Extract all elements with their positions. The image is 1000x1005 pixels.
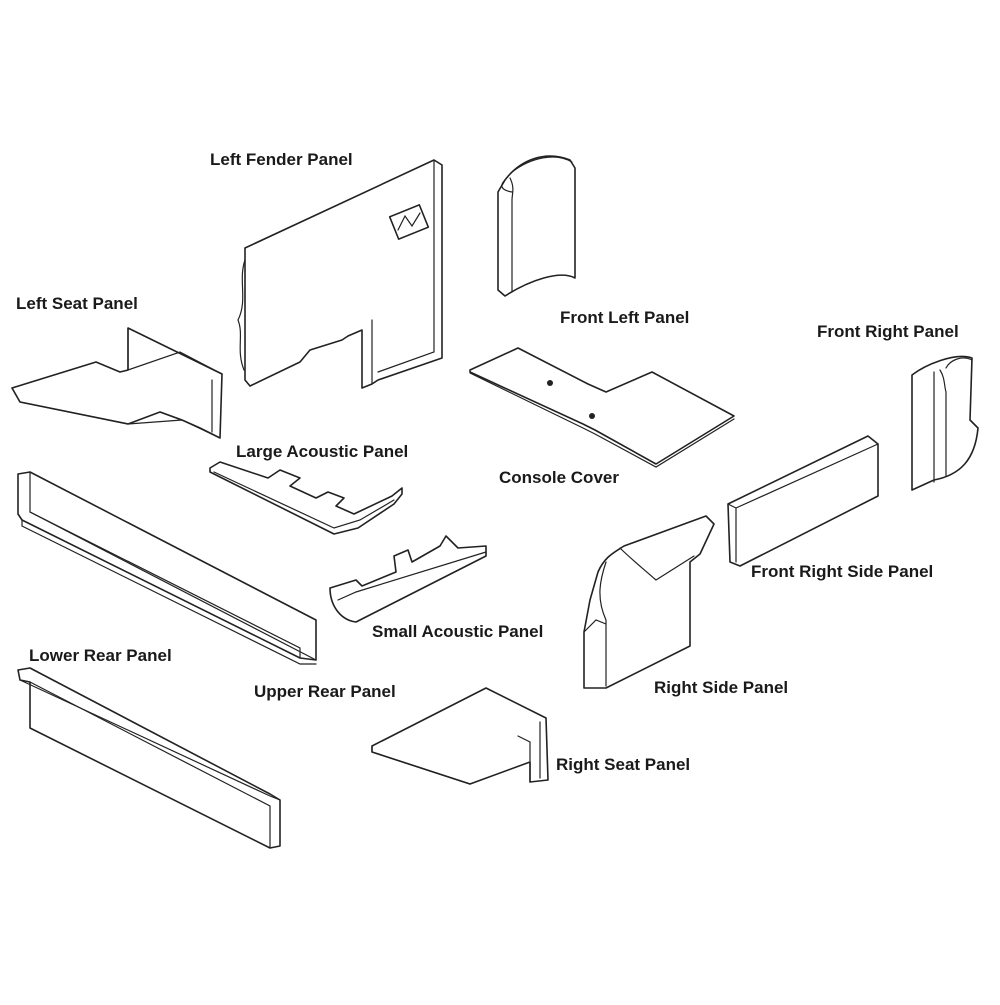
console-cover-shape <box>469 347 735 468</box>
label-upper-rear-panel: Upper Rear Panel <box>254 682 396 701</box>
label-small-acoustic-panel: Small Acoustic Panel <box>372 622 544 641</box>
left-fender-panel-shape <box>237 159 443 389</box>
label-lower-rear-panel: Lower Rear Panel <box>29 646 172 665</box>
large-acoustic-panel-shape <box>209 461 403 535</box>
upper-rear-panel-shape <box>17 471 317 665</box>
lower-rear-panel-shape <box>17 667 281 849</box>
small-acoustic-panel-shape <box>329 535 487 623</box>
front-right-side-panel-shape <box>727 435 879 567</box>
label-right-seat-panel: Right Seat Panel <box>556 755 691 774</box>
label-console-cover: Console Cover <box>499 468 619 487</box>
label-front-right-panel: Front Right Panel <box>817 322 959 341</box>
front-left-panel-shape <box>497 155 576 297</box>
label-right-side-panel: Right Side Panel <box>654 678 789 697</box>
label-left-fender-panel: Left Fender Panel <box>210 150 353 169</box>
left-seat-panel-shape <box>11 327 223 439</box>
label-front-left-panel: Front Left Panel <box>560 308 690 327</box>
label-front-right-side-panel: Front Right Side Panel <box>751 562 934 581</box>
label-large-acoustic-panel: Large Acoustic Panel <box>236 442 409 461</box>
front-right-panel-shape <box>911 355 979 491</box>
label-left-seat-panel: Left Seat Panel <box>16 294 138 313</box>
right-side-panel-shape <box>583 515 715 689</box>
right-seat-panel-shape <box>371 687 549 785</box>
